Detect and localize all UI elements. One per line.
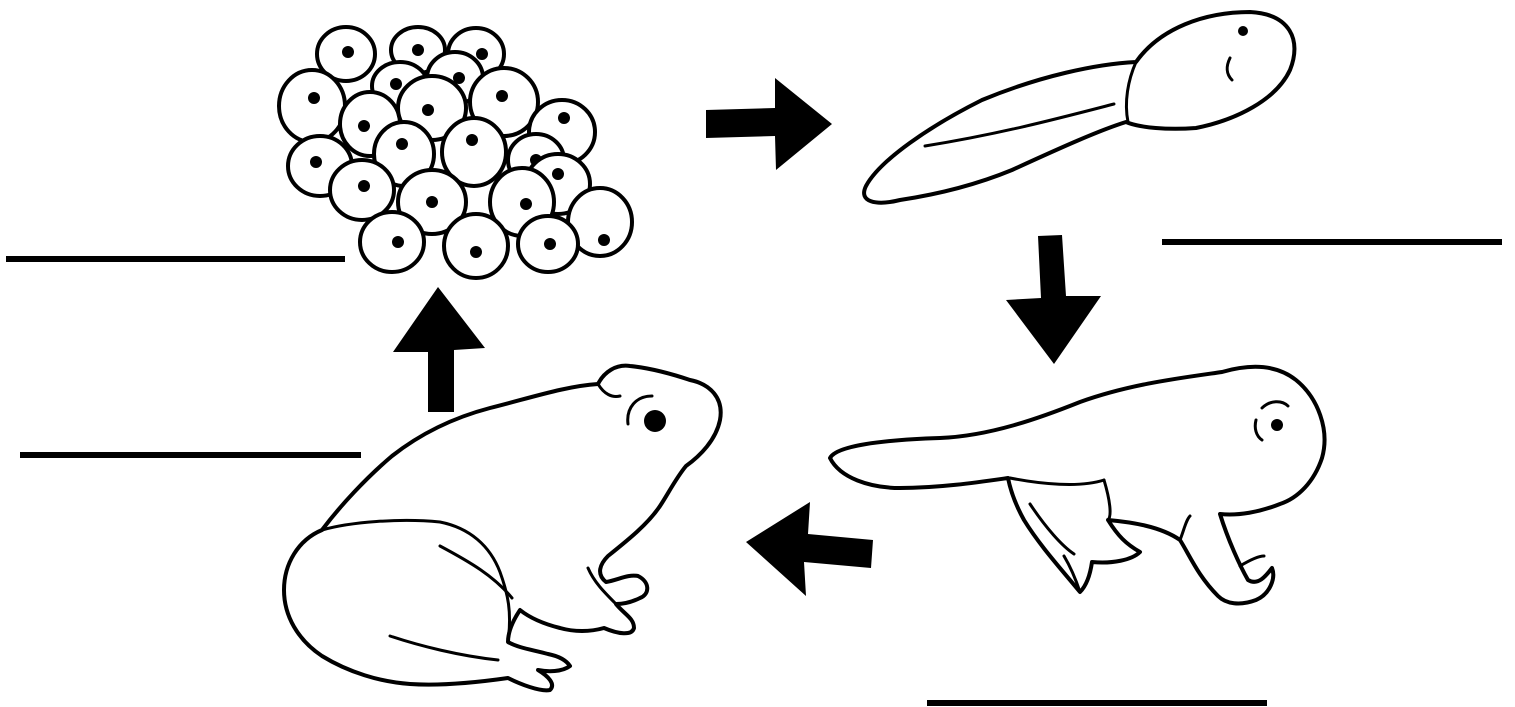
egg-nucleus xyxy=(422,104,434,116)
egg-nucleus xyxy=(598,234,610,246)
egg-nucleus xyxy=(392,236,404,248)
tadpole-illustration xyxy=(864,12,1294,203)
egg-nucleus xyxy=(310,156,322,168)
froglet-illustration xyxy=(830,367,1324,604)
egg-nucleus xyxy=(412,44,424,56)
frog-eggs-illustration xyxy=(279,27,632,278)
egg-nucleus xyxy=(520,198,532,210)
arrow-froglet-to-adult xyxy=(746,502,873,596)
egg-nucleus xyxy=(426,196,438,208)
egg-nucleus xyxy=(558,112,570,124)
egg-nucleus xyxy=(342,46,354,58)
egg-nucleus xyxy=(496,90,508,102)
egg-nucleus xyxy=(358,120,370,132)
adult-frog-illustration xyxy=(284,366,721,691)
egg xyxy=(279,70,345,142)
egg-nucleus xyxy=(390,78,402,90)
egg-nucleus xyxy=(552,168,564,180)
arrow-eggs-to-tadpole xyxy=(706,78,832,170)
egg-nucleus xyxy=(396,138,408,150)
egg-nucleus xyxy=(308,92,320,104)
egg-nucleus xyxy=(358,180,370,192)
arrow-adult-to-eggs xyxy=(393,287,485,412)
arrow-tadpole-to-froglet xyxy=(1006,235,1101,364)
egg-nucleus xyxy=(544,238,556,250)
egg-nucleus xyxy=(470,246,482,258)
egg-nucleus xyxy=(466,134,478,146)
egg-nucleus xyxy=(476,48,488,60)
